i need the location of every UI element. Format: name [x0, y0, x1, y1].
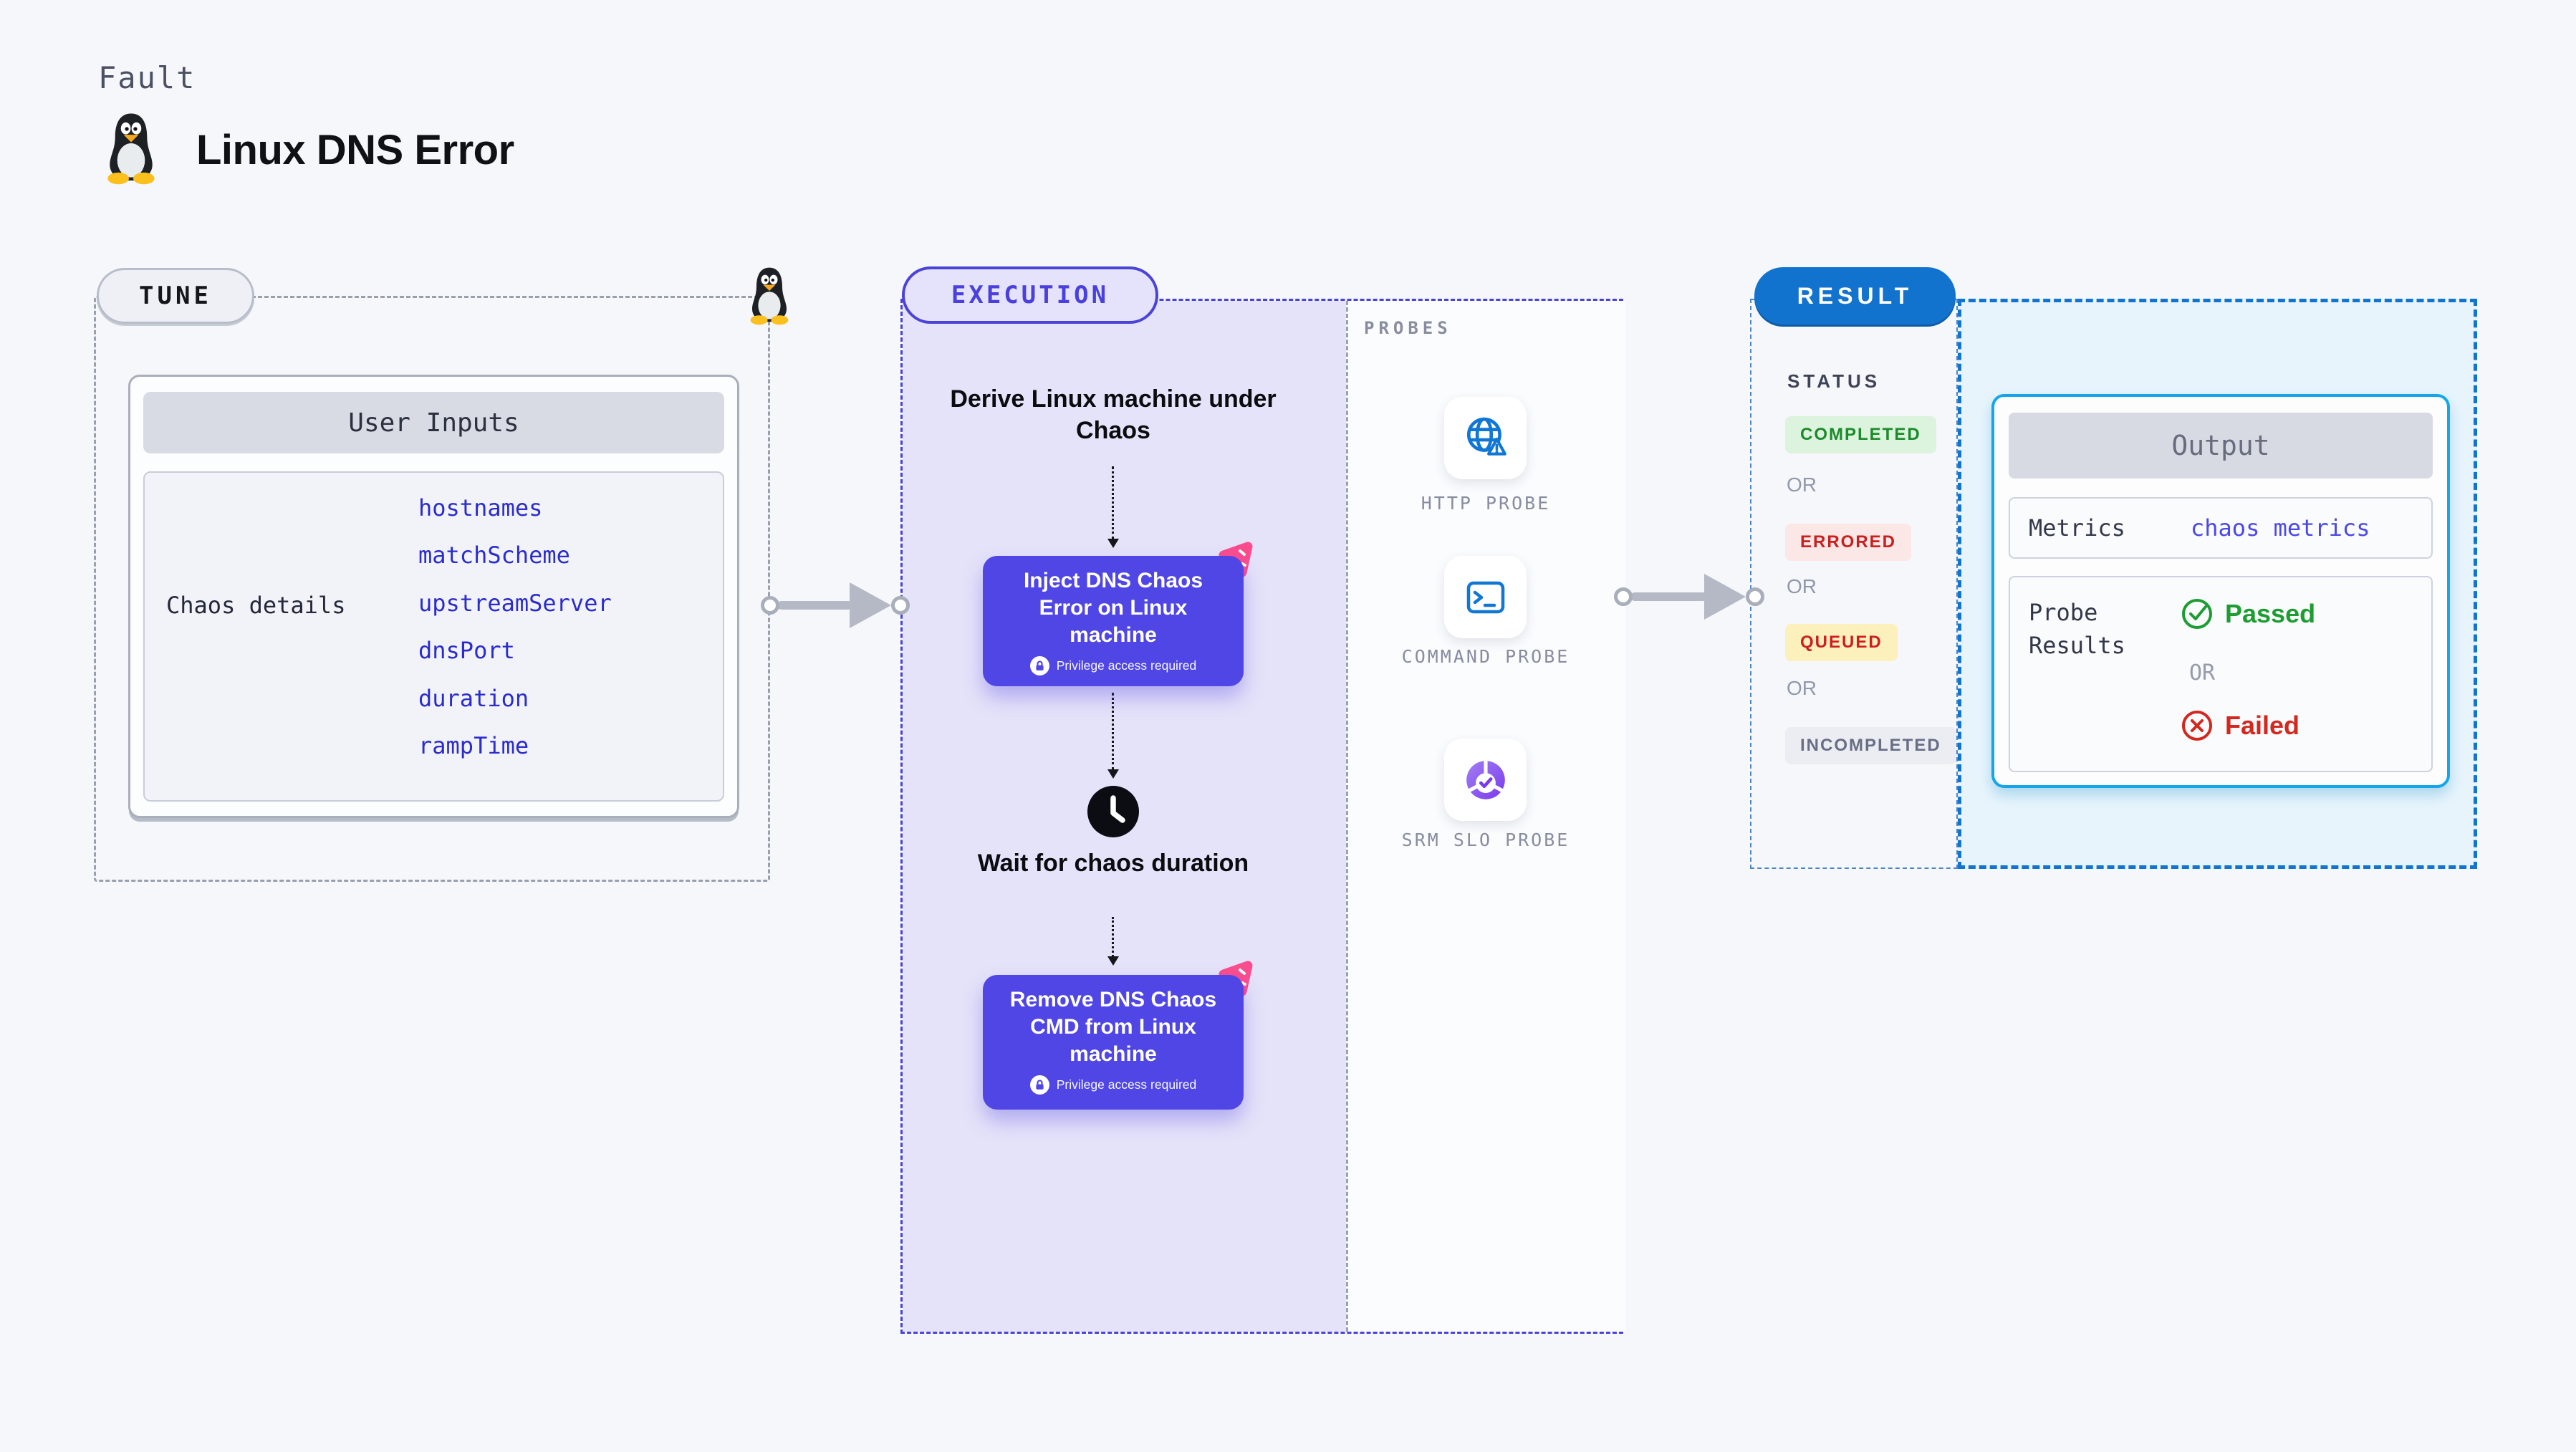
probes-panel-label: PROBES [1364, 318, 1452, 338]
command-probe-card[interactable] [1444, 556, 1527, 638]
privilege-note: Privilege access required [1056, 658, 1197, 673]
page-title: Linux DNS Error [196, 127, 514, 173]
tux-penguin-icon [750, 267, 789, 325]
terminal-icon [1466, 581, 1504, 613]
clock-icon [1087, 786, 1139, 837]
connector-arrow [1107, 917, 1119, 966]
failed-label: Failed [2225, 711, 2300, 740]
http-probe-card[interactable] [1444, 397, 1527, 479]
status-badge-incompleted: INCOMPLETED [1785, 727, 1956, 764]
probe-results-row: Probe Results Passed OR Failed [2009, 576, 2433, 772]
connector-arrow [1107, 693, 1119, 779]
user-inputs-card: User Inputs Chaos details hostnames matc… [128, 375, 739, 818]
status-badge-completed: COMPLETED [1785, 416, 1936, 453]
result-badge: RESULT [1754, 267, 1956, 324]
tux-penguin-icon [107, 113, 155, 185]
input-value: duration [418, 685, 529, 712]
status-heading: STATUS [1787, 370, 1881, 392]
srm-slo-probe-card[interactable] [1444, 739, 1527, 821]
result-output-region: Output Metrics chaos metrics Probe Resul… [1958, 299, 2477, 869]
inject-node-title: Inject DNS Chaos Error on Linux machine [1023, 569, 1203, 647]
metrics-row: Metrics chaos metrics [2009, 497, 2433, 559]
status-badge-queued: QUEUED [1785, 624, 1898, 661]
or-separator: OR [1787, 677, 1817, 699]
lock-icon [1029, 1075, 1049, 1095]
derive-step-text: Derive Linux machine under Chaos [950, 385, 1277, 444]
status-panel: STATUS COMPLETED OR ERRORED OR QUEUED OR… [1750, 299, 1958, 869]
execution-section: PROBES Derive Linux machine under Chaos … [900, 299, 1625, 1334]
remove-chaos-node[interactable]: Remove DNS Chaos CMD from Linux machine … [983, 975, 1244, 1110]
inject-chaos-node[interactable]: Inject DNS Chaos Error on Linux machine … [983, 556, 1244, 686]
chaos-details-label: Chaos details [166, 592, 346, 619]
command-probe-label: COMMAND PROBE [1401, 646, 1570, 667]
probe-results-label: Probe Results [2029, 599, 2125, 659]
status-badge-errored: ERRORED [1785, 524, 1912, 561]
passed-label: Passed [2225, 599, 2316, 628]
slo-donut-check-icon [1466, 759, 1505, 799]
globe-warning-icon [1466, 417, 1506, 456]
wait-step-text: Wait for chaos duration [977, 850, 1249, 877]
fault-eyebrow: Fault [98, 60, 196, 95]
output-card: Output Metrics chaos metrics Probe Resul… [1991, 394, 2450, 788]
metrics-value: chaos metrics [2191, 514, 2370, 542]
or-separator: OR [1787, 575, 1817, 597]
output-title: Output [2009, 413, 2433, 479]
input-value: dnsPort [418, 637, 515, 664]
user-inputs-title: User Inputs [143, 392, 724, 453]
input-value: matchScheme [418, 542, 570, 569]
input-value: upstreamServer [418, 590, 612, 617]
failed-x-icon [2182, 711, 2212, 741]
remove-node-title: Remove DNS Chaos CMD from Linux machine [1009, 988, 1217, 1066]
metrics-label: Metrics [2029, 514, 2125, 542]
privilege-note: Privilege access required [1056, 1077, 1197, 1092]
tune-badge: TUNE [97, 268, 254, 324]
probe-result-failed: Failed [2181, 709, 2299, 742]
user-inputs-body: Chaos details hostnames matchScheme upst… [143, 471, 724, 802]
or-separator: OR [2189, 660, 2216, 686]
srm-slo-probe-label: SRM SLO PROBE [1401, 830, 1570, 850]
passed-check-icon [2182, 599, 2212, 629]
http-probe-label: HTTP PROBE [1421, 493, 1551, 514]
input-value: rampTime [418, 732, 529, 759]
execution-badge: EXECUTION [902, 266, 1158, 324]
connector-arrow [1107, 466, 1119, 548]
input-value: hostnames [418, 494, 543, 521]
probe-result-passed: Passed [2181, 597, 2315, 630]
lock-icon [1029, 656, 1049, 675]
or-separator: OR [1787, 473, 1817, 496]
tune-section [94, 296, 770, 882]
